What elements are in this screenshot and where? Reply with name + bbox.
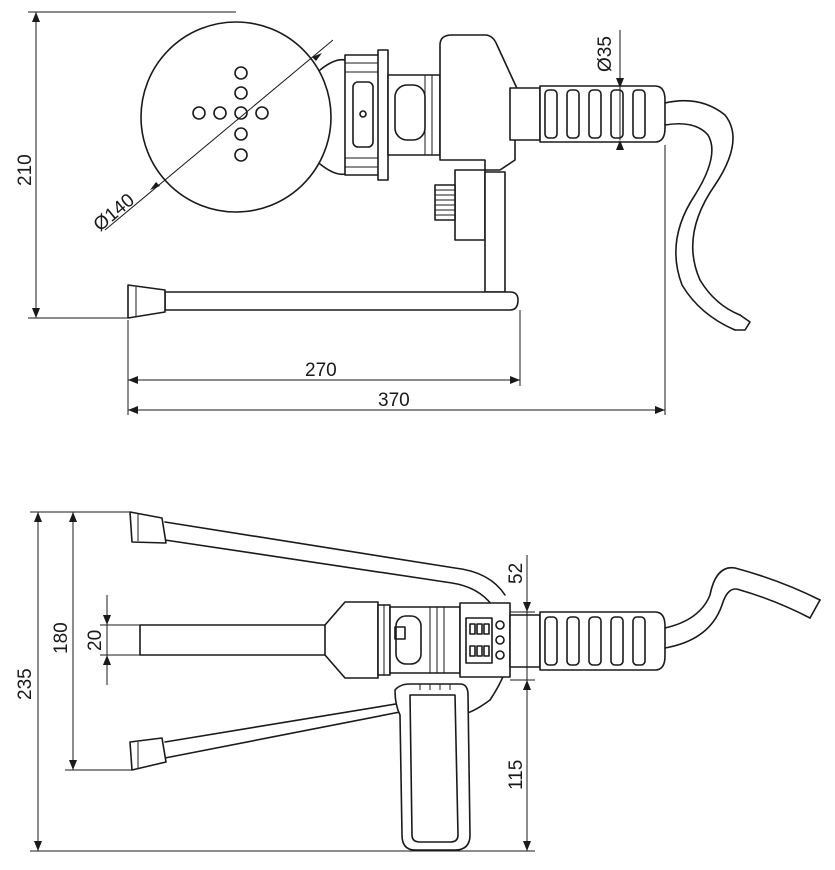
lower-body-cap xyxy=(395,615,422,665)
overall-length-label: 370 xyxy=(378,390,410,411)
upper-leg-top xyxy=(164,521,506,596)
heating-plate xyxy=(140,21,332,213)
upper-leg-bottom xyxy=(164,539,493,606)
grip-ribs xyxy=(544,89,646,139)
display-button-2 xyxy=(495,635,505,645)
ribbed-grip xyxy=(539,85,666,143)
nozzle-width-label: 20 xyxy=(85,630,106,651)
plate-diameter-line xyxy=(104,39,334,231)
lower-leg-top xyxy=(164,699,421,743)
handle-tube xyxy=(509,87,541,141)
power-cable-lower xyxy=(664,122,736,331)
plate-holes xyxy=(192,66,269,162)
stand-length-label: 270 xyxy=(305,360,337,381)
pistol-grip-inner xyxy=(409,694,459,843)
top-view: Ø140 xyxy=(15,11,751,415)
stand-bar xyxy=(164,291,519,311)
lower-cable-lower xyxy=(664,588,811,649)
stand-post xyxy=(484,171,506,293)
overall-height-label: 235 xyxy=(15,668,36,700)
housing-shell xyxy=(439,34,523,241)
rubber-foot xyxy=(127,284,166,319)
upper-foot xyxy=(129,511,167,544)
lower-cable-upper xyxy=(664,566,821,629)
plate-neck-top xyxy=(319,58,346,71)
motor-cap xyxy=(394,84,426,141)
power-cable-end xyxy=(734,314,751,331)
lower-foot xyxy=(129,737,167,771)
handle-diameter-label: Ø35 xyxy=(595,36,616,72)
front-clamp xyxy=(324,601,379,679)
display-button-1 xyxy=(495,620,505,630)
lower-grip-ribs xyxy=(544,616,646,666)
stand-span-label: 180 xyxy=(51,622,72,654)
lower-body-latch xyxy=(394,626,406,640)
lower-ribbed-grip xyxy=(539,611,666,671)
plate-diameter-label: Ø140 xyxy=(90,190,139,236)
nozzle-bar xyxy=(139,624,341,656)
clamp-screw xyxy=(359,110,367,118)
power-cable-upper xyxy=(664,99,741,316)
lower-leg-bottom xyxy=(164,711,401,759)
height-label: 210 xyxy=(15,154,36,186)
grip-height-label: 115 xyxy=(506,760,527,790)
lower-handle-tube xyxy=(509,614,541,668)
plate-neck-bottom xyxy=(319,163,346,176)
pistol-grip xyxy=(394,683,471,851)
body-offset-label: 52 xyxy=(506,563,527,584)
display-digits xyxy=(469,623,490,657)
gear-teeth xyxy=(435,189,455,216)
clamp-flange xyxy=(377,49,389,181)
display-button-3 xyxy=(495,650,505,660)
lower-cable-end xyxy=(809,599,821,619)
bottom-view: 235 180 20 52 115 xyxy=(15,511,821,852)
gear-knob xyxy=(434,184,456,221)
clamp-window xyxy=(352,81,374,148)
